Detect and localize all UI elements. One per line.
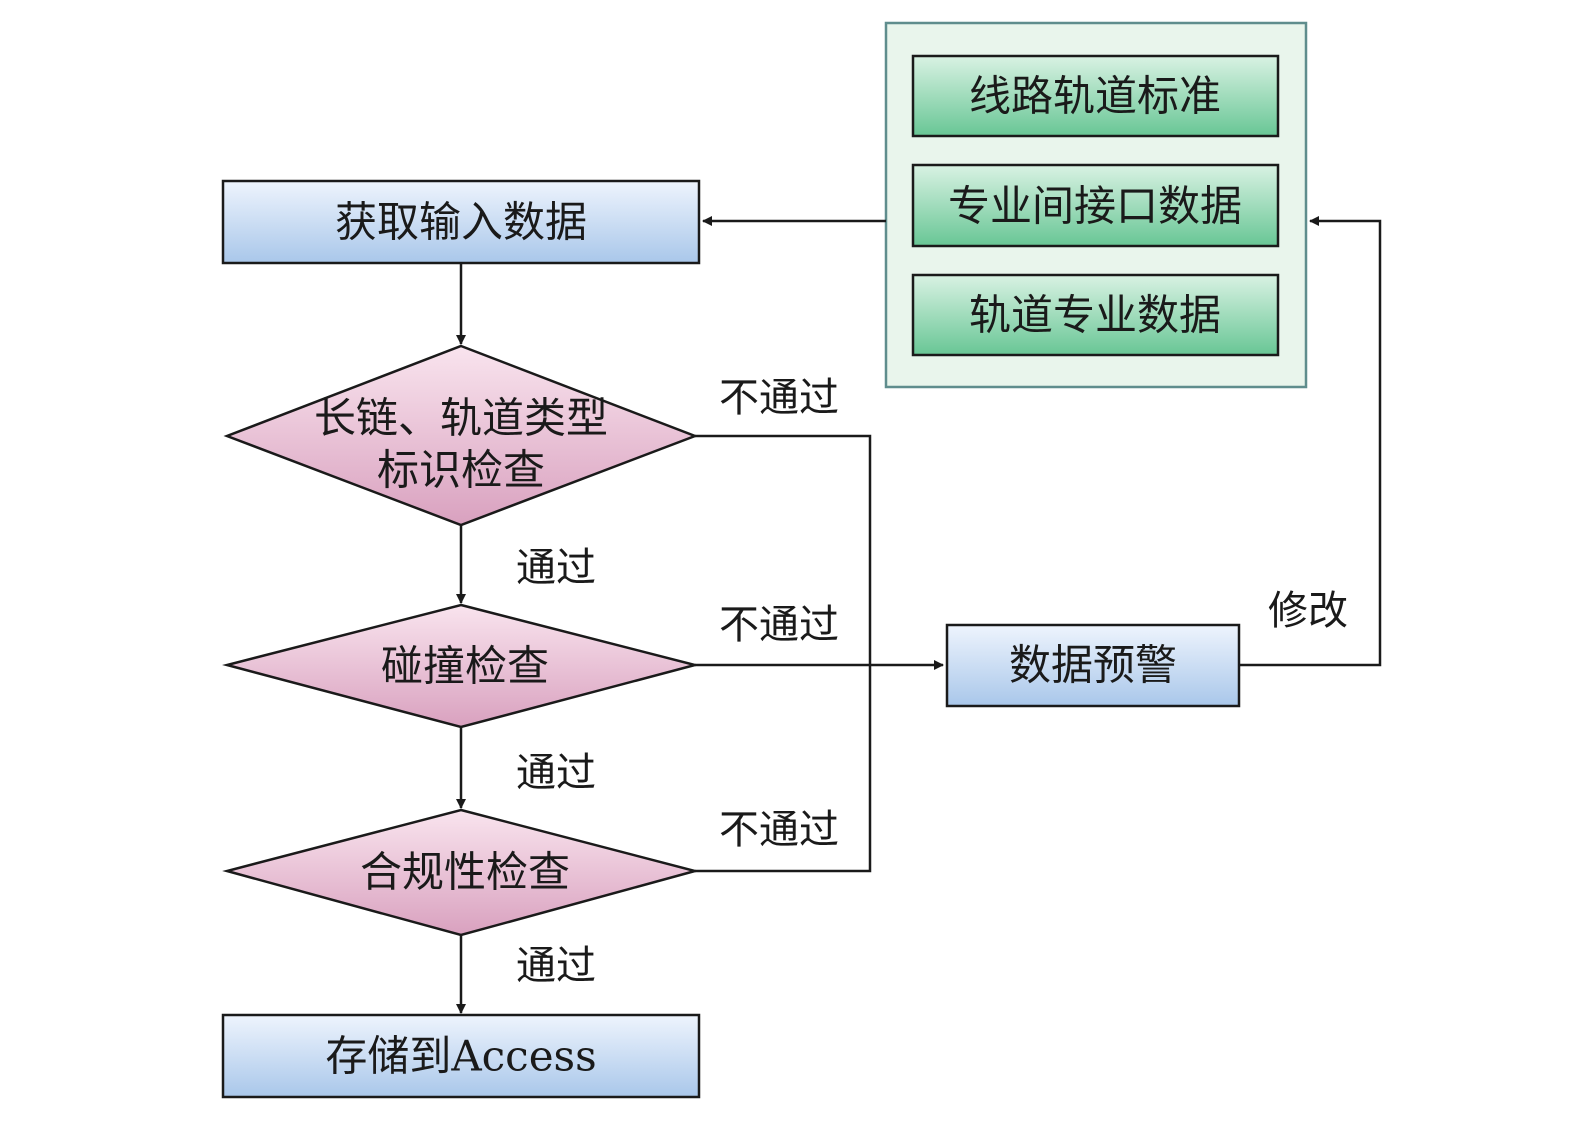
source-track-data-label: 轨道专业数据 bbox=[969, 291, 1221, 340]
store-access-node[interactable]: 存储到Access bbox=[221, 1013, 701, 1099]
source-interface-data[interactable]: 专业间接口数据 bbox=[911, 163, 1280, 248]
source-line-standard-box bbox=[911, 54, 1280, 138]
type-id-check-diamond bbox=[223, 344, 699, 527]
data-sources-panel: 线路轨道标准 专业间接口数据 轨道专业数据 bbox=[884, 21, 1308, 389]
pass-label-check3: 通过 bbox=[516, 943, 596, 989]
compliance-check-label: 合规性检查 bbox=[360, 848, 570, 897]
data-warning-node[interactable]: 数据预警 bbox=[945, 623, 1241, 708]
fail-label-check3: 不通过 bbox=[719, 807, 839, 853]
source-track-data-box bbox=[911, 273, 1280, 357]
source-interface-data-box bbox=[911, 163, 1280, 248]
compliance-check-node[interactable]: 合规性检查 bbox=[222, 808, 700, 937]
modify-label: 修改 bbox=[1268, 588, 1348, 634]
input-data-box bbox=[221, 179, 701, 265]
pass-label-check2: 通过 bbox=[516, 750, 596, 796]
type-id-check-node[interactable]: 长链、轨道类型 标识检查 bbox=[223, 344, 699, 527]
collision-check-label: 碰撞检查 bbox=[381, 642, 549, 691]
compliance-check-diamond bbox=[222, 808, 700, 937]
source-line-standard[interactable]: 线路轨道标准 bbox=[911, 54, 1280, 138]
type-id-check-label-line1: 长链、轨道类型 bbox=[314, 394, 608, 443]
collision-check-diamond bbox=[222, 603, 700, 729]
pass-label-check1: 通过 bbox=[516, 545, 596, 591]
arrow-warning-to-sources bbox=[1239, 216, 1382, 667]
source-line-standard-label: 线路轨道标准 bbox=[969, 72, 1221, 121]
connectors bbox=[456, 216, 1382, 1014]
input-data-label: 获取输入数据 bbox=[335, 198, 587, 247]
fail-label-check1: 不通过 bbox=[719, 375, 839, 421]
type-id-check-label-line2: 标识检查 bbox=[377, 446, 545, 495]
source-track-data[interactable]: 轨道专业数据 bbox=[911, 273, 1280, 357]
store-access-box bbox=[221, 1013, 701, 1099]
input-data-node[interactable]: 获取输入数据 bbox=[221, 179, 701, 265]
source-interface-data-label: 专业间接口数据 bbox=[948, 182, 1242, 231]
store-access-label: 存储到Access bbox=[325, 1032, 596, 1081]
data-warning-label: 数据预警 bbox=[1009, 641, 1177, 690]
fail-label-check2: 不通过 bbox=[719, 602, 839, 648]
fail-collector-line bbox=[695, 434, 872, 873]
collision-check-node[interactable]: 碰撞检查 bbox=[222, 603, 700, 729]
data-warning-box bbox=[945, 623, 1241, 708]
edge-labels: 不通过 不通过 不通过 通过 通过 通过 修改 bbox=[516, 375, 1348, 989]
